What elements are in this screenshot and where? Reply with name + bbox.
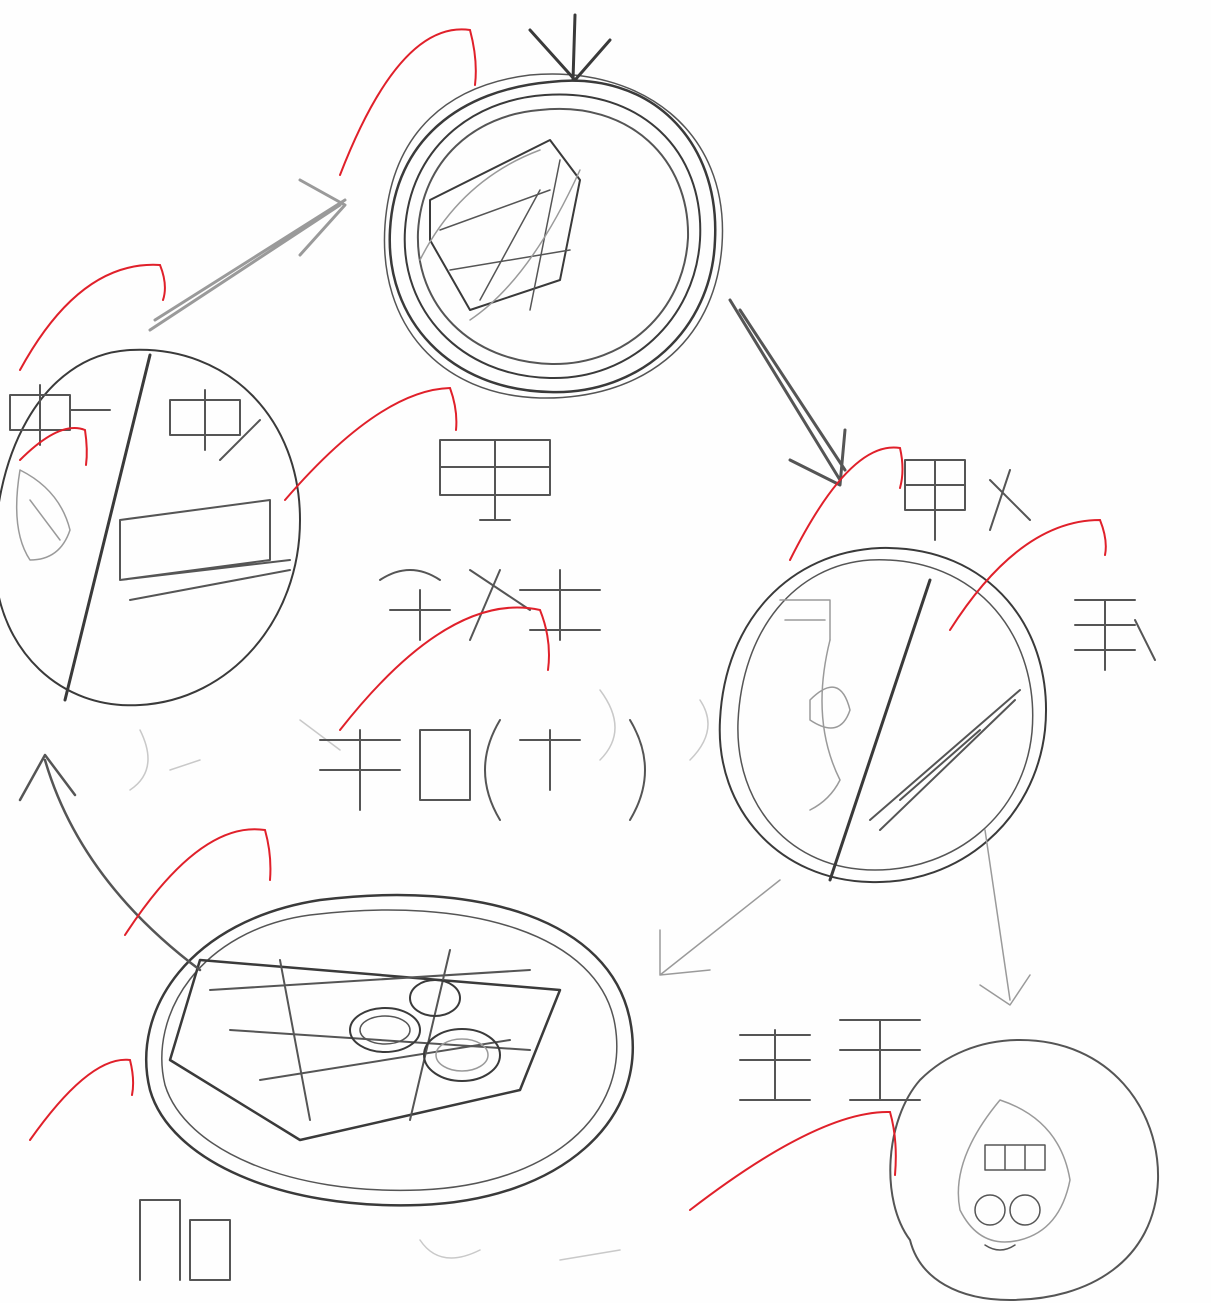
arrow-right-to-bottom-right [979, 829, 1031, 1006]
bottom-label-glyph [139, 1199, 231, 1281]
left-stage-circle [0, 348, 301, 707]
bottom-right-stage-circle [889, 1039, 1160, 1301]
right-stage-circle [718, 546, 1047, 884]
left-label-glyphs [9, 384, 261, 461]
center-label-glyphs [319, 569, 646, 821]
arrow-left-to-top [148, 178, 347, 332]
red-check-marks [19, 28, 1107, 1211]
background-smudges [129, 689, 709, 1261]
top-stage-circle [383, 13, 724, 399]
right-label-glyphs [904, 459, 1156, 671]
arrow-bottom-to-left [18, 753, 202, 972]
top-label-glyph [439, 439, 551, 521]
bottom-right-label-glyphs [739, 1019, 921, 1101]
arrow-right-to-bottom [659, 879, 781, 976]
bottom-stage-circle [145, 893, 635, 1207]
arrow-top-to-right [728, 298, 847, 487]
